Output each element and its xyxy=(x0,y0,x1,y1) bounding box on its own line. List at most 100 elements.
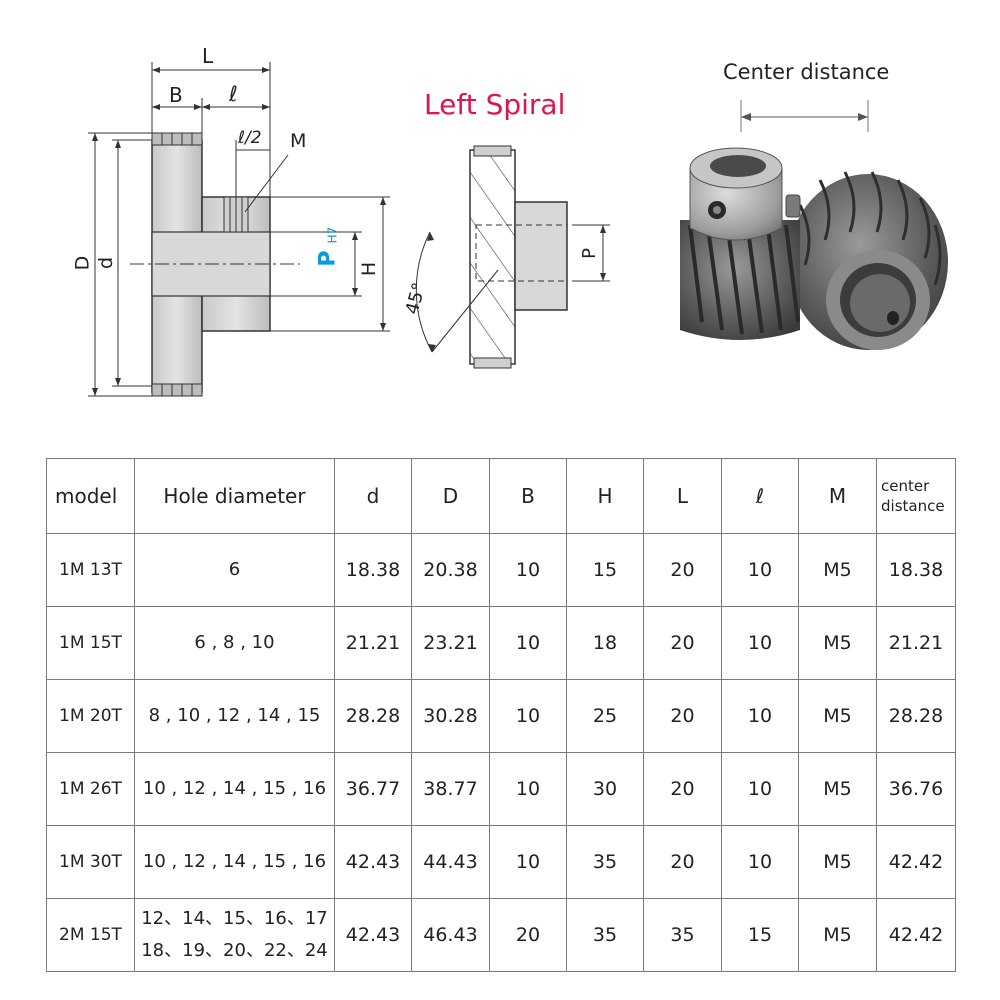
cell-model: 1M 15T xyxy=(46,606,135,680)
cell-L: 20 xyxy=(643,752,722,826)
hole-line-2: 18、19、20、22、24 xyxy=(141,940,328,961)
cell-B: 10 xyxy=(489,679,567,753)
dim-M-label: M xyxy=(290,130,307,152)
hole-line: 6 , 8 , 10 xyxy=(194,632,275,653)
cell-l: 10 xyxy=(721,752,799,826)
cell-H: 35 xyxy=(566,825,644,899)
cell-hole: 10 , 12 , 14 , 15 , 16 xyxy=(134,752,335,826)
cell-D: 30.28 xyxy=(411,679,490,753)
cell-D: 46.43 xyxy=(411,898,490,972)
cell-M: M5 xyxy=(798,606,877,680)
spec-table: model Hole diameter d D B H L ℓ M center… xyxy=(46,458,956,972)
cell-M: M5 xyxy=(798,898,877,972)
table-row: 1M 30T 10 , 12 , 14 , 15 , 16 42.43 44.4… xyxy=(46,825,956,899)
cell-H: 15 xyxy=(566,533,644,607)
gear-drawings xyxy=(88,62,948,397)
cell-L: 20 xyxy=(643,606,722,680)
cell-model: 1M 20T xyxy=(46,679,135,753)
header-D: D xyxy=(411,458,490,534)
cell-center-distance: 18.38 xyxy=(876,533,956,607)
cell-model: 2M 15T xyxy=(46,898,135,972)
hole-line: 12、14、15、16、17 xyxy=(141,908,328,929)
cell-l: 15 xyxy=(721,898,799,972)
cell-M: M5 xyxy=(798,825,877,899)
gear-photo xyxy=(680,100,948,350)
cell-M: M5 xyxy=(798,679,877,753)
table-row: 1M 26T 10 , 12 , 14 , 15 , 16 36.77 38.7… xyxy=(46,752,956,826)
cell-center-distance: 21.21 xyxy=(876,606,956,680)
header-L: L xyxy=(643,458,722,534)
hole-line: 10 , 12 , 14 , 15 , 16 xyxy=(142,778,327,799)
cell-H: 25 xyxy=(566,679,644,753)
hole-line: 10 , 12 , 14 , 15 , 16 xyxy=(142,851,327,872)
dim-H7-label: H7 xyxy=(325,226,340,244)
cell-hole: 8 , 10 , 12 , 14 , 15 xyxy=(134,679,335,753)
cell-l: 10 xyxy=(721,533,799,607)
cell-M: M5 xyxy=(798,533,877,607)
cell-H: 18 xyxy=(566,606,644,680)
cell-D: 38.77 xyxy=(411,752,490,826)
header-H: H xyxy=(566,458,644,534)
cell-L: 35 xyxy=(643,898,722,972)
cell-B: 10 xyxy=(489,533,567,607)
dim-P-label: P xyxy=(315,250,341,267)
cell-H: 30 xyxy=(566,752,644,826)
cell-B: 10 xyxy=(489,606,567,680)
dim-d-label: d xyxy=(95,256,118,270)
header-d: d xyxy=(334,458,412,534)
cell-L: 20 xyxy=(643,679,722,753)
dim-l-label: ℓ xyxy=(229,82,238,106)
header-M: M xyxy=(798,458,877,534)
cell-L: 20 xyxy=(643,825,722,899)
cell-B: 10 xyxy=(489,752,567,826)
cell-d: 21.21 xyxy=(334,606,412,680)
header-l: ℓ xyxy=(721,458,799,534)
cell-hole: 6 , 8 , 10 xyxy=(134,606,335,680)
section-view-drawing xyxy=(415,145,610,369)
cell-d: 42.43 xyxy=(334,825,412,899)
cell-D: 20.38 xyxy=(411,533,490,607)
table-row: 1M 20T 8 , 10 , 12 , 14 , 15 28.28 30.28… xyxy=(46,679,956,753)
dim-H-label: H xyxy=(358,261,381,277)
side-view-drawing xyxy=(88,62,390,397)
cell-hole: 6 xyxy=(134,533,335,607)
technical-diagram: L B ℓ ℓ/2 M D d P H7 H 45° P Left Spiral… xyxy=(0,0,1000,430)
cell-l: 10 xyxy=(721,679,799,753)
cell-B: 10 xyxy=(489,825,567,899)
cell-model: 1M 13T xyxy=(46,533,135,607)
center-distance-title: Center distance xyxy=(723,60,890,84)
header-center-distance: center distance xyxy=(876,458,956,534)
cell-L: 20 xyxy=(643,533,722,607)
dim-P-section-label: P xyxy=(578,248,600,259)
table-header-row: model Hole diameter d D B H L ℓ M center… xyxy=(46,458,956,534)
dim-L-label: L xyxy=(202,44,214,68)
cell-d: 36.77 xyxy=(334,752,412,826)
cell-d: 28.28 xyxy=(334,679,412,753)
cell-hole: 10 , 12 , 14 , 15 , 16 xyxy=(134,825,335,899)
cell-center-distance: 28.28 xyxy=(876,679,956,753)
cell-B: 20 xyxy=(489,898,567,972)
cell-H: 35 xyxy=(566,898,644,972)
table-row: 1M 13T 6 18.38 20.38 10 15 20 10 M5 18.3… xyxy=(46,533,956,607)
dim-B-label: B xyxy=(169,83,183,107)
header-B: B xyxy=(489,458,567,534)
cell-center-distance: 42.42 xyxy=(876,825,956,899)
cell-l: 10 xyxy=(721,606,799,680)
cell-l: 10 xyxy=(721,825,799,899)
left-spiral-title: Left Spiral xyxy=(424,88,566,121)
cell-center-distance: 36.76 xyxy=(876,752,956,826)
cell-hole: 12、14、15、16、17 18、19、20、22、24 xyxy=(134,898,335,972)
cell-d: 18.38 xyxy=(334,533,412,607)
header-model: model xyxy=(46,458,135,534)
cell-d: 42.43 xyxy=(334,898,412,972)
cell-D: 23.21 xyxy=(411,606,490,680)
header-hole-diameter: Hole diameter xyxy=(134,458,335,534)
table-row: 2M 15T 12、14、15、16、17 18、19、20、22、24 42.… xyxy=(46,898,956,972)
cell-D: 44.43 xyxy=(411,825,490,899)
dim-D-label: D xyxy=(71,255,94,271)
hole-line: 6 xyxy=(228,559,241,580)
cell-model: 1M 26T xyxy=(46,752,135,826)
dim-l-half-label: ℓ/2 xyxy=(238,128,262,148)
hole-line: 8 , 10 , 12 , 14 , 15 xyxy=(148,705,321,726)
table-row: 1M 15T 6 , 8 , 10 21.21 23.21 10 18 20 1… xyxy=(46,606,956,680)
